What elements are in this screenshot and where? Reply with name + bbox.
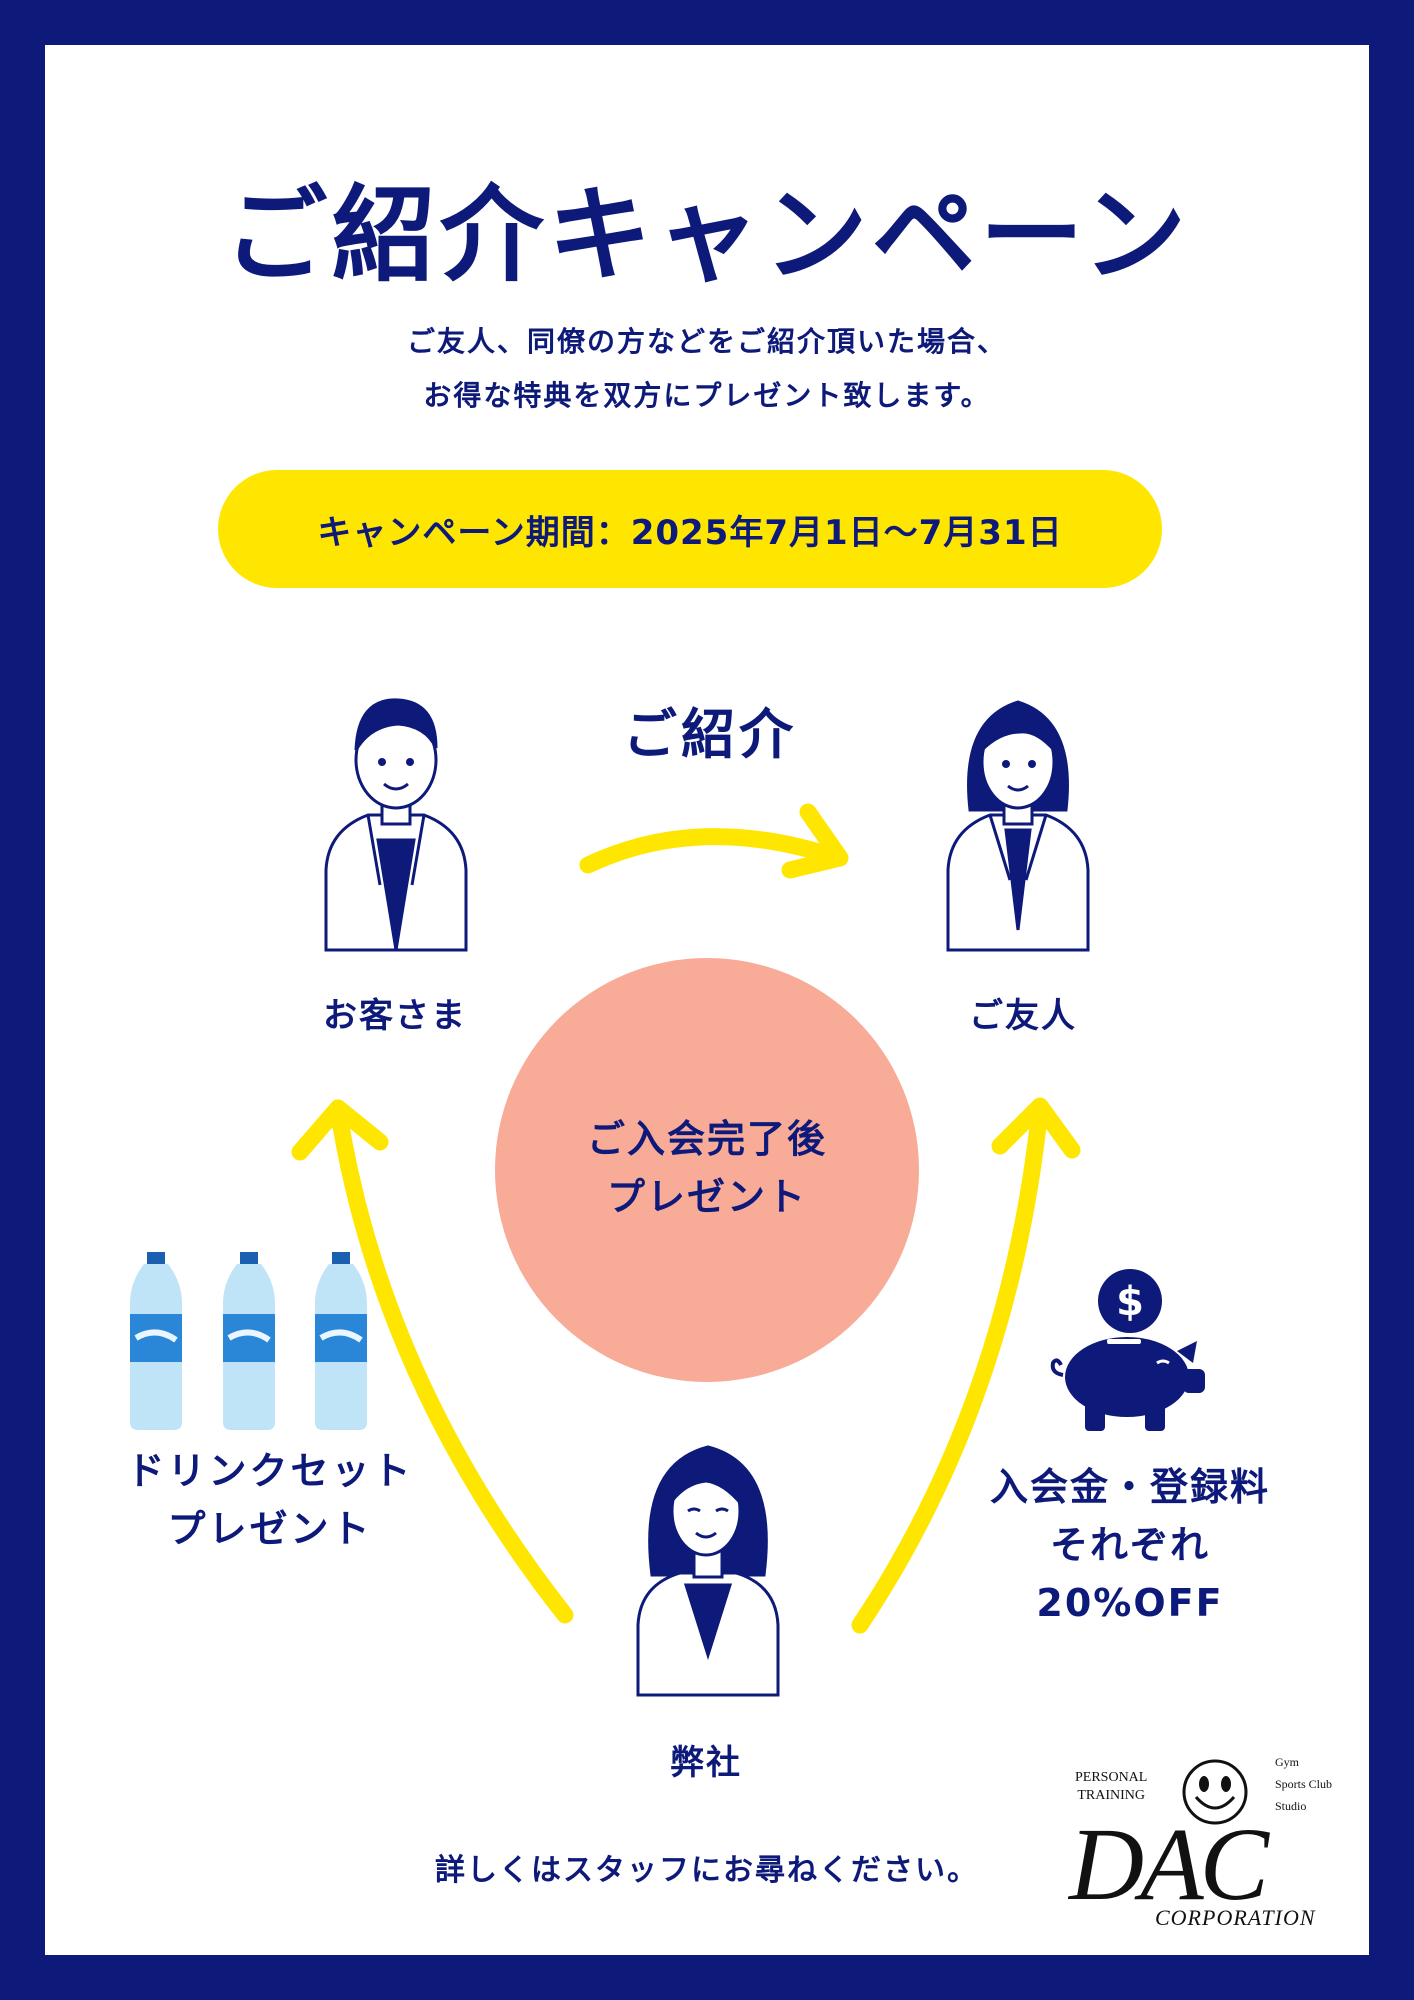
smiley-icon (1182, 1759, 1248, 1825)
referral-arrow (579, 828, 847, 874)
logo-right-line-1: Gym (1275, 1755, 1299, 1769)
drink-benefit-line-1: ドリンクセット (126, 1449, 414, 1493)
present-circle-line-1: ご入会完了後 (586, 1117, 827, 1161)
person-man-icon (324, 698, 468, 952)
fee-discount-benefit: 入会金・登録料 それぞれ20%OFF (960, 1458, 1300, 1632)
footer-note: 詳しくはスタッフにお尋ねください。 (435, 1853, 979, 1888)
person-woman-icon (946, 700, 1090, 952)
logo-left-text: PERSONAL TRAINING (1075, 1769, 1147, 1805)
campaign-description: ご友人、同僚の方などをご紹介頂いた場合、 お得な特典を双方にプレゼント致します。 (0, 315, 1414, 423)
referral-label-wrap: ご紹介 (600, 690, 820, 770)
logo-right-line-2: Sports Club (1275, 1777, 1333, 1791)
present-circle-text: ご入会完了後 プレゼント (495, 1110, 919, 1226)
logo-left-line-1: PERSONAL (1075, 1770, 1148, 1785)
company-logo: PERSONAL TRAINING Gym Sports Club Studio… (1055, 1745, 1365, 1930)
drink-benefit-line-2: プレゼント (167, 1507, 373, 1551)
present-circle-line-2: プレゼント (606, 1175, 807, 1219)
person-staff-icon (636, 1445, 780, 1697)
customer-label: お客さま (323, 996, 467, 1036)
referral-label: ご紹介 (623, 703, 797, 766)
logo-corporation: CORPORATION (1155, 1905, 1316, 1930)
fee-discount-line-2: それぞれ20%OFF (1036, 1523, 1224, 1625)
logo-mark: DAC (1069, 1807, 1269, 1922)
logo-right-text: Gym Sports Club Studio (1275, 1751, 1332, 1817)
description-line-1: ご友人、同僚の方などをご紹介頂いた場合、 (406, 325, 1007, 358)
svg-text:$: $ (1116, 1279, 1144, 1325)
fee-discount-line-1: 入会金・登録料 (989, 1465, 1270, 1509)
left-arrow-head (291, 1099, 389, 1161)
right-arrow-head (991, 1097, 1081, 1159)
description-line-2: お得な特典を双方にプレゼント致します。 (423, 379, 991, 412)
friend-label: ご友人 (969, 996, 1077, 1036)
right-arrow (851, 1099, 1049, 1634)
logo-right-line-3: Studio (1275, 1799, 1307, 1813)
page-title: ご紹介キャンペーン (223, 174, 1191, 296)
piggy-bank-icon: $ (1050, 1269, 1205, 1431)
left-arrow (329, 1099, 574, 1624)
water-bottle-icon (130, 1252, 367, 1430)
campaign-period-banner: キャンペーン期間：2025年7月1日〜7月31日 (218, 470, 1162, 588)
company-label: 弊社 (670, 1743, 742, 1783)
present-circle (495, 958, 919, 1382)
logo-left-line-2: TRAINING (1077, 1788, 1145, 1803)
referral-arrow-head (781, 803, 849, 879)
drink-benefit: ドリンクセット プレゼント (110, 1442, 430, 1558)
